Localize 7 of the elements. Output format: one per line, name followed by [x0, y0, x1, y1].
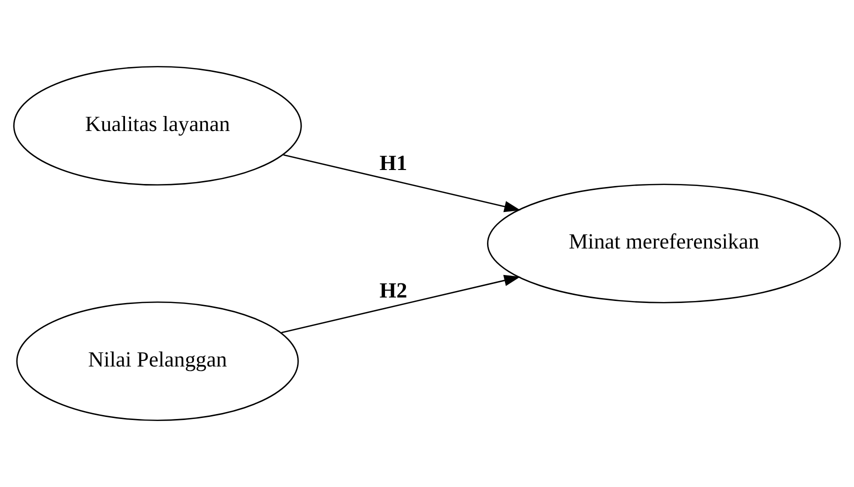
arrow — [281, 274, 520, 334]
edge-label: H1 — [380, 151, 408, 176]
node-ellipse: Nilai Pelanggan — [16, 301, 299, 422]
node-ellipse: Kualitas layanan — [13, 66, 302, 186]
node-ellipse: Minat mereferensikan — [487, 184, 841, 304]
arrow — [283, 154, 521, 212]
edge-label: H2 — [380, 278, 408, 302]
